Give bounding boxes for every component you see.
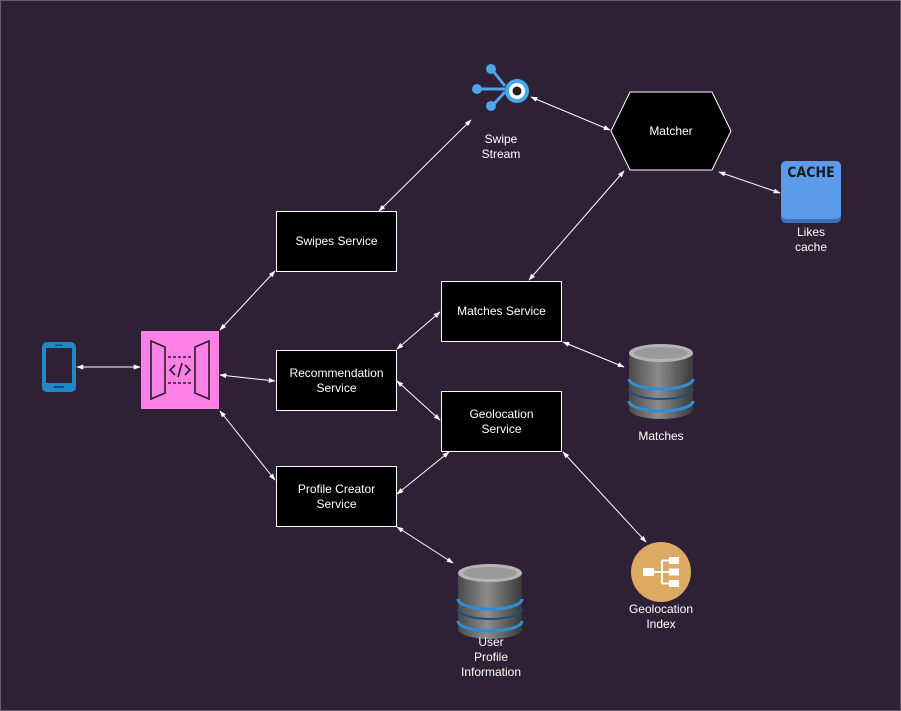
swipe-stream-label: Swipe Stream xyxy=(481,132,521,161)
matcher-label: Matcher xyxy=(649,124,693,138)
matcher-node[interactable]: Matcher xyxy=(610,91,732,171)
edge-gateway-swipes xyxy=(219,270,276,331)
edge-gateway-profile-creator xyxy=(219,410,276,481)
mobile-phone-icon[interactable] xyxy=(41,341,77,393)
stream-hub-icon[interactable] xyxy=(471,61,533,111)
edge-geolocation-index xyxy=(562,451,647,543)
edge-gateway-recommendation xyxy=(219,373,276,383)
cache-icon-text: CACHE xyxy=(787,165,835,181)
user-profile-db-label: User Profile Information xyxy=(460,635,522,679)
edge-matches-db xyxy=(562,341,625,368)
edge-recommendation-geolocation xyxy=(396,380,441,421)
edge-matches-recommendation xyxy=(396,311,441,350)
edge-matcher-matches xyxy=(528,170,625,281)
swipes-service-box[interactable]: Swipes Service xyxy=(276,211,397,272)
edge-stream-matcher xyxy=(530,96,611,131)
cache-icon[interactable]: CACHE xyxy=(781,161,841,223)
api-gateway-icon[interactable] xyxy=(141,331,219,409)
edge-swipes-stream xyxy=(378,119,472,212)
edge-matcher-cache xyxy=(718,171,781,194)
matches-service-box[interactable]: Matches Service xyxy=(441,281,562,342)
geolocation-service-box[interactable]: Geolocation Service xyxy=(441,391,562,452)
geolocation-index-label: Geolocation Index xyxy=(628,602,694,631)
matches-db-label: Matches xyxy=(638,429,684,443)
user-profile-database-icon[interactable] xyxy=(456,563,524,641)
likes-cache-label: Likes cache xyxy=(794,225,828,254)
profile-creator-service-box[interactable]: Profile Creator Service xyxy=(276,466,397,527)
matches-database-icon[interactable] xyxy=(627,343,695,421)
edge-geolocation-profile-creator xyxy=(396,451,450,495)
edge-profile-creator-userdb xyxy=(396,526,454,564)
index-tree-icon[interactable] xyxy=(630,541,692,603)
recommendation-service-box[interactable]: Recommendation Service xyxy=(276,350,397,411)
